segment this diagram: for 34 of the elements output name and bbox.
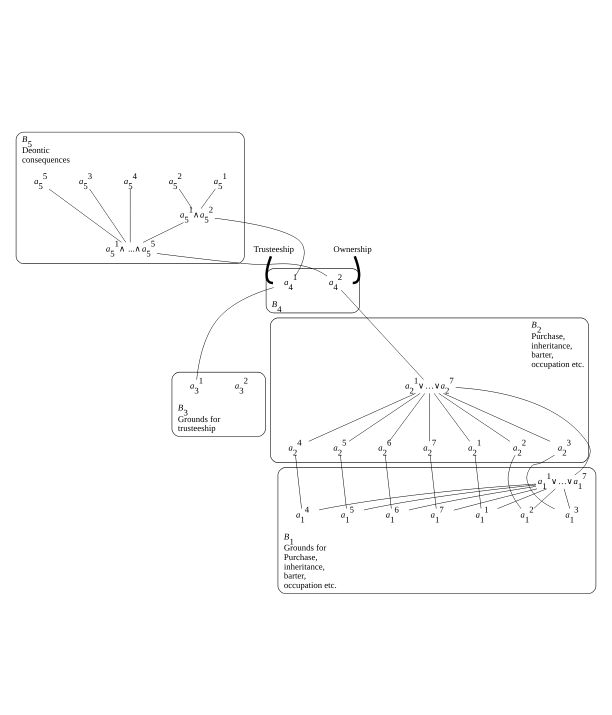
connector (497, 488, 547, 509)
connector (196, 287, 274, 380)
connector (348, 393, 420, 442)
connector (564, 488, 570, 509)
connector (318, 484, 536, 510)
node-text: Trusteeship (254, 244, 294, 254)
connector (89, 188, 126, 243)
connector (265, 256, 274, 284)
connector (352, 256, 360, 284)
connector (534, 488, 556, 509)
connector (443, 393, 550, 442)
connector (438, 393, 510, 442)
connector (340, 454, 347, 509)
connector (156, 253, 328, 276)
connector (142, 222, 184, 243)
node-text: Ownership (333, 244, 372, 254)
connector (388, 393, 426, 442)
connector (526, 454, 555, 510)
connector (385, 454, 392, 509)
connector (214, 218, 304, 276)
connector (454, 488, 538, 510)
connector (508, 454, 522, 509)
connector (364, 484, 536, 510)
connector (455, 387, 590, 476)
connector (308, 393, 416, 442)
connector (434, 393, 470, 442)
connector (408, 486, 536, 510)
connector (178, 188, 192, 209)
connector (295, 454, 302, 509)
connector (474, 454, 482, 509)
connector (430, 454, 436, 509)
connector (200, 188, 216, 209)
connector (340, 290, 424, 380)
connector (48, 188, 122, 243)
